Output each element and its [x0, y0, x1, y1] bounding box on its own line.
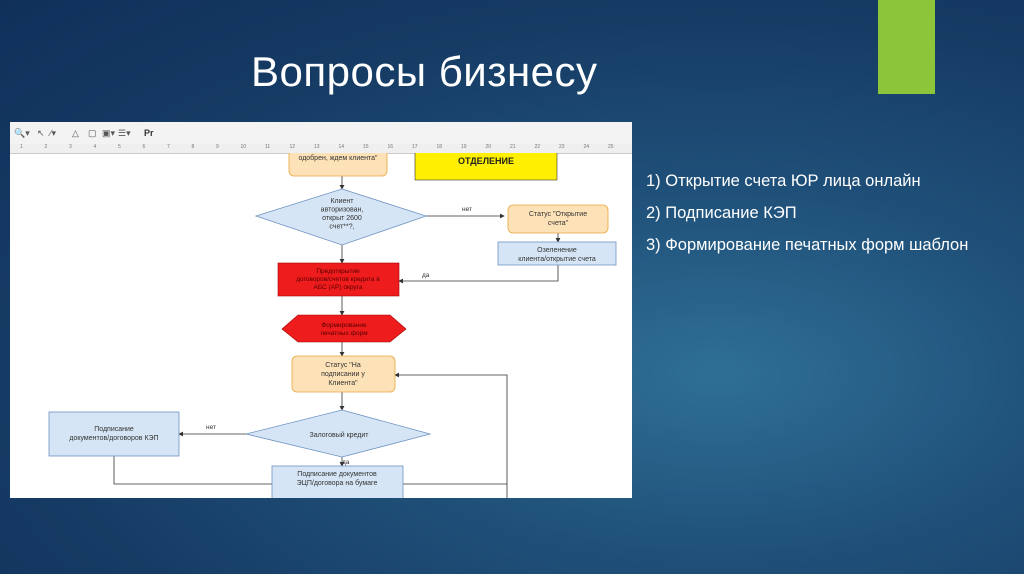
text-line: Клиент	[330, 198, 354, 205]
box-status-open[interactable]: Статус "Открытие счета"	[507, 204, 609, 234]
ruler-tick: 25	[608, 144, 614, 150]
edge-no-2-label: нет	[206, 424, 216, 431]
ruler-tick: 14	[338, 144, 345, 150]
text-line: договоров/счетов кредита в	[296, 276, 380, 283]
text-line: Клиента"	[328, 380, 358, 387]
yellow-box-text: ОТДЕЛЕНИЕ	[458, 156, 514, 166]
ruler-tick: 16	[387, 144, 394, 150]
ruler-tick: 22	[534, 144, 541, 150]
zoom-icon[interactable]: 🔍▾	[14, 128, 30, 138]
edge-greening-to-red	[398, 265, 559, 284]
ruler-tick: 20	[485, 144, 492, 150]
slide-title: Вопросы бизнесу	[251, 48, 598, 95]
yellow-box[interactable]: ОТДЕЛЕНИЕ	[414, 146, 558, 181]
box-top-text: одобрен, ждем клиента"	[298, 154, 378, 162]
diamond-collateral[interactable]: Залоговый кредит	[245, 409, 432, 458]
ruler-tick: 1	[20, 144, 23, 150]
box-top[interactable]: одобрен, ждем клиента"	[288, 146, 388, 177]
text-line: АБС (АР) округа	[314, 284, 363, 291]
ruler-tick: 6	[142, 144, 146, 150]
ruler-tick: 19	[461, 144, 467, 150]
text-line: открыт 2600	[322, 215, 362, 222]
ruler-tick: 3	[69, 144, 72, 150]
text-line: Озеленение	[537, 247, 577, 254]
ruler-tick: 17	[412, 144, 418, 150]
text-line: клиента/открытие счета	[518, 256, 596, 263]
text-line: ЭЦП/договора на бумаге	[297, 479, 378, 487]
text-line: счета"	[548, 220, 569, 227]
ruler-tick: 24	[583, 144, 590, 150]
diamond-collateral-text: Залоговый кредит	[310, 431, 370, 439]
text-line: Статус "На	[325, 362, 361, 369]
diamond-authorized-text: Клиент авторизован,открыт 2600 счет**?,	[321, 198, 364, 231]
ruler-tick: 7	[167, 144, 170, 150]
bullet-item: 3) Формирование печатных форм шаблон	[646, 236, 969, 254]
editor-toolbar: 🔍▾ ↖ ∕▾ △ ▢ ▣▾ ☰▾ Pr	[10, 122, 632, 145]
bullet-list: 1) Открытие счета ЮР лица онлайн 2) Подп…	[646, 170, 1006, 266]
ruler-tick: 11	[265, 144, 271, 150]
ruler-tick: 18	[436, 144, 443, 150]
text-line: Формирование	[321, 322, 367, 329]
box-status-signing[interactable]: Статус "На подписании у Клиента"	[291, 355, 396, 393]
edge-no-1-label: нет	[462, 206, 472, 213]
edge-yes-1-label: да	[422, 272, 430, 279]
pointer-icon[interactable]: ↖	[37, 128, 45, 138]
ruler-tick: 21	[510, 144, 516, 150]
font-icon[interactable]: ☰▾	[118, 128, 131, 138]
text-line: Статус "Открытие	[529, 211, 587, 218]
ruler-tick: 2	[44, 144, 48, 150]
ruler-tick: 15	[363, 144, 369, 150]
diamond-authorized[interactable]: Клиент авторизован,открыт 2600 счет**?,	[254, 188, 428, 246]
edge-return-to-status	[394, 372, 508, 498]
text-line: подписании у	[321, 371, 365, 378]
ruler-tick: 23	[559, 144, 565, 150]
text-line: авторизован,	[321, 207, 364, 214]
shape-icon[interactable]: △	[72, 128, 79, 138]
box-status-signing-text: Статус "На подписании у Клиента"	[321, 362, 365, 387]
text-line: Подписание	[94, 426, 134, 433]
connectors	[113, 176, 561, 498]
bullet-item: 1) Открытие счета ЮР лица онлайн	[646, 172, 921, 190]
text-line: Предоткрытие	[316, 268, 360, 275]
ruler-tick: 5	[118, 144, 121, 150]
accent-bar	[878, 0, 935, 94]
ruler-tick: 4	[93, 144, 97, 150]
box-signing-kep[interactable]: Подписание документов/договоров КЭП	[48, 411, 180, 457]
box-greening[interactable]: Озеленение клиента/открытие счета	[497, 241, 617, 266]
ruler-tick: 10	[240, 144, 247, 150]
text-line: документов/договоров КЭП	[69, 435, 158, 442]
box-greening-text: Озеленение клиента/открытие счета	[518, 247, 596, 263]
ruler-tick: 9	[216, 144, 219, 150]
text-line: Подписание документов	[297, 471, 377, 478]
box-status-open-text: Статус "Открытие счета"	[529, 211, 587, 227]
box-signing-kep-text: Подписание документов/договоров КЭП	[69, 426, 158, 442]
ruler-tick: 8	[191, 144, 195, 150]
ruler-tick: 12	[289, 144, 296, 150]
edge-yes-2-label: да	[342, 459, 350, 466]
ruler-tick: 13	[314, 144, 320, 150]
text-line: счет**?,	[329, 224, 354, 231]
bullet-item: 2) Подписание КЭП	[646, 204, 797, 222]
image-icon[interactable]: ▣▾	[102, 128, 116, 138]
text-line: печатных форм	[320, 330, 368, 337]
text-icon[interactable]: ▢	[88, 128, 97, 138]
connector-icon[interactable]: ∕▾	[50, 128, 57, 138]
font-label[interactable]: Pr	[144, 128, 154, 138]
